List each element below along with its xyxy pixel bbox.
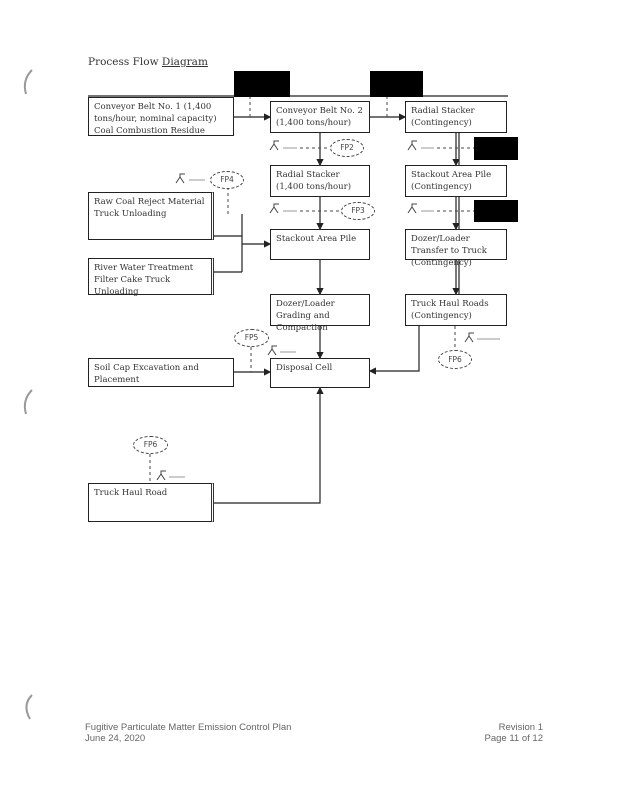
faint-labels [169,147,500,478]
redaction-block [474,200,518,222]
box-radial-stacker: Radial Stacker (1,400 tons/hour) [270,165,370,197]
emission-point-fp3: FP3 [341,202,375,220]
box-stackout-area-pile: Stackout Area Pile [270,229,370,260]
box-radial-stacker-contingency: Radial Stacker (Contingency) [405,101,507,133]
footer-right: Revision 1 Page 11 of 12 [485,722,543,744]
box-truck-haul-road: Truck Haul Road [88,483,214,522]
emission-point-fp5: FP5 [234,329,269,347]
box-river-water-treatment: River Water Treatment Filter Cake Truck … [88,258,214,297]
diagram-title: Process Flow Diagram [88,56,208,68]
footer-date: June 24, 2020 [85,733,146,744]
footer-revision: Revision 1 [498,722,543,733]
box-truck-haul-roads-contingency: Truck Haul Roads (Contingency) [405,294,507,326]
emission-point-fp6-right: FP6 [438,350,472,369]
redaction-block [474,137,518,160]
wind-icons [156,140,474,481]
footer-doc-title: Fugitive Particulate Matter Emission Con… [85,722,292,733]
box-dozer-transfer: Dozer/Loader Transfer to Truck (Continge… [405,229,507,268]
box-conveyor-belt-1: Conveyor Belt No. 1 (1,400 tons/hour, no… [88,97,234,136]
box-dozer-grading: Dozer/Loader Grading and Compaction [270,294,370,333]
box-stackout-contingency: Stackout Area Pile (Contingency) [405,165,507,197]
emission-point-fp2: FP2 [330,139,364,157]
redaction-block [234,71,290,97]
box-raw-coal-reject: Raw Coal Reject Material Truck Unloading [88,192,214,240]
box-disposal-cell: Disposal Cell [270,358,370,388]
scan-artifacts [23,69,33,720]
box-conveyor-belt-2: Conveyor Belt No. 2 (1,400 tons/hour) [270,101,370,133]
footer-page: Page 11 of 12 [484,733,543,744]
emission-point-fp4: FP4 [210,171,244,189]
redaction-block [370,71,423,97]
box-soil-cap: Soil Cap Excavation and Placement [88,358,234,387]
emission-point-fp6-left: FP6 [133,436,168,454]
footer-left: Fugitive Particulate Matter Emission Con… [85,722,291,744]
